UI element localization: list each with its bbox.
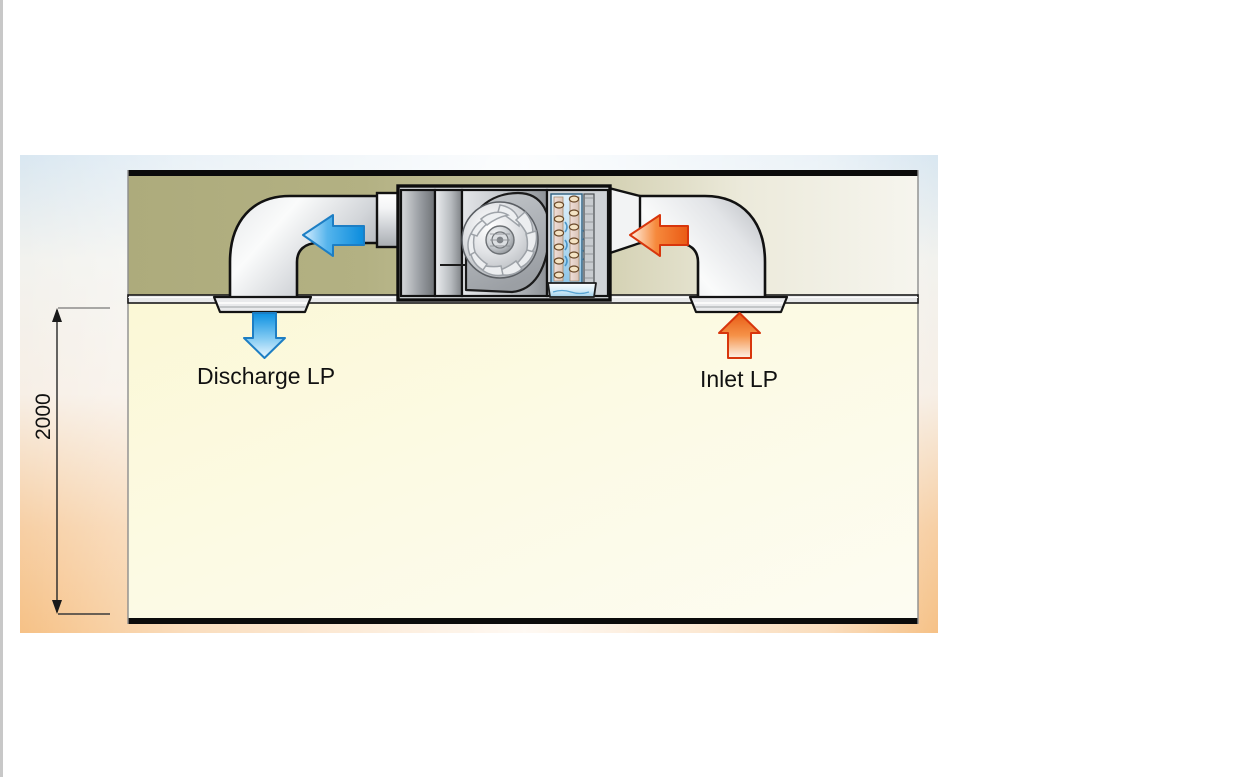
- supply-diffuser: [212, 295, 313, 314]
- return-arrow-horizontal: [629, 214, 689, 257]
- cooling-coil: [547, 193, 597, 298]
- dimension-line: [52, 307, 110, 615]
- left-gutter-rule: [0, 0, 3, 777]
- return-arrow-vertical: [718, 312, 761, 359]
- centrifugal-fan: [461, 201, 539, 279]
- supply-arrow-vertical: [243, 312, 286, 359]
- room-interior: [127, 302, 919, 624]
- fan-coil-unit: [396, 184, 612, 302]
- return-grille: [688, 295, 789, 314]
- supply-arrow-horizontal: [302, 214, 365, 257]
